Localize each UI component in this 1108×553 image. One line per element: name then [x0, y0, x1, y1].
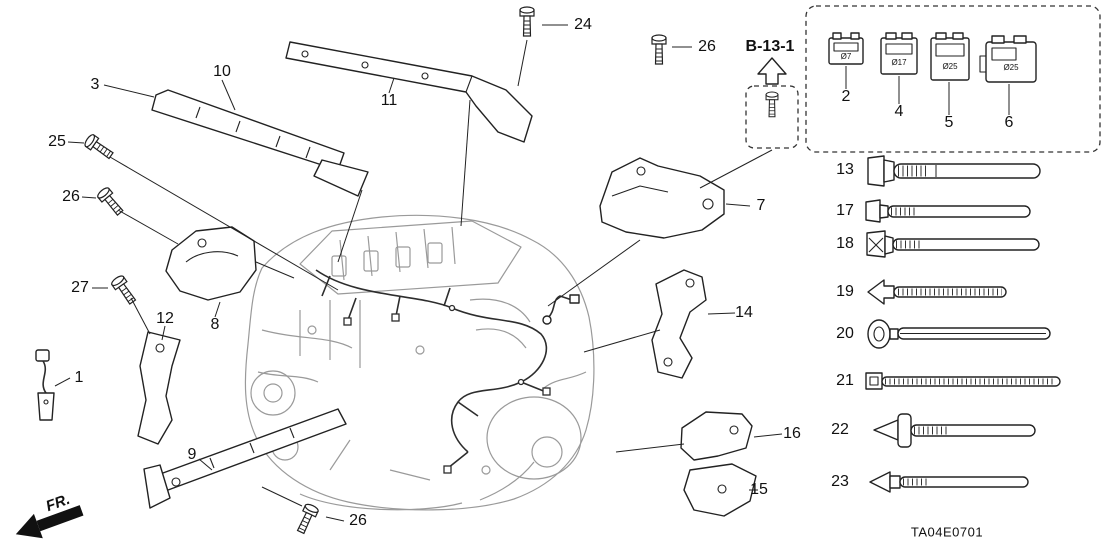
harness-bracket-8 — [165, 226, 257, 301]
callout-26-top: 26 — [698, 38, 716, 55]
engine-illustration — [244, 214, 595, 511]
leader-lines — [54, 24, 1010, 522]
harness-holder-11 — [285, 41, 533, 143]
bolt-26-bottom-icon — [293, 502, 320, 536]
connector-6 — [979, 35, 1037, 83]
callout-16: 16 — [783, 425, 801, 442]
callout-10: 10 — [213, 63, 231, 80]
callout-14: 14 — [735, 304, 753, 321]
connector-2 — [828, 32, 864, 65]
harness-bracket-14 — [651, 269, 707, 379]
connector-4 — [880, 32, 918, 75]
cable-tie-21 — [865, 372, 1061, 390]
b13-ref-box — [745, 85, 799, 149]
callout-7: 7 — [756, 197, 766, 214]
bolt-26-left-icon — [95, 185, 127, 218]
connector-4-label: 4 — [894, 103, 904, 120]
callout-9: 9 — [187, 446, 197, 463]
tie-18-label: 18 — [836, 235, 854, 252]
tie-21-label: 21 — [836, 372, 854, 389]
harness-bracket-12 — [137, 331, 181, 445]
tie-20-label: 20 — [836, 325, 854, 342]
b13-up-arrow-icon — [757, 57, 787, 85]
connector-5 — [930, 32, 970, 81]
tie-19-label: 19 — [836, 283, 854, 300]
cable-tie-17 — [865, 199, 1031, 223]
cable-tie-18 — [866, 230, 1040, 258]
cable-tie-20 — [867, 319, 1051, 349]
tie-17-label: 17 — [836, 202, 854, 219]
connector-5-label: 5 — [944, 114, 954, 131]
connector-6-label: 6 — [1004, 114, 1014, 131]
connector-4-diameter: Ø17 — [891, 58, 907, 67]
bolt-24-icon — [519, 6, 535, 37]
callout-25: 25 — [48, 133, 66, 150]
cable-tie-22 — [873, 413, 1036, 448]
callout-27: 27 — [71, 279, 89, 296]
b13-ref-label: B-13-1 — [745, 38, 795, 55]
callout-11: 11 — [380, 92, 398, 109]
harness-bracket-15 — [683, 463, 757, 517]
cable-tie-23 — [869, 471, 1029, 493]
tie-13-label: 13 — [836, 161, 854, 178]
callout-3: 3 — [90, 76, 100, 93]
callout-26-bottom: 26 — [349, 512, 367, 529]
bolt-b13-icon — [765, 91, 779, 118]
harness-holder-9 — [143, 408, 347, 509]
connector-2-diameter: Ø7 — [840, 52, 852, 61]
callout-8: 8 — [210, 316, 220, 333]
callout-24: 24 — [574, 16, 592, 33]
harness-bracket-16 — [680, 411, 753, 461]
callout-15: 15 — [750, 481, 768, 498]
bolt-26-top-icon — [651, 34, 667, 65]
connector-panel-box — [805, 5, 1101, 153]
diagram-code: TA04E0701 — [910, 524, 984, 540]
cable-tie-19 — [867, 279, 1007, 305]
cable-tie-13 — [867, 155, 1041, 187]
callout-12: 12 — [156, 310, 174, 327]
callout-1: 1 — [74, 369, 84, 386]
harness-holder-10 — [151, 89, 369, 197]
harness-bracket-7 — [599, 157, 725, 239]
connector-6-diameter: Ø25 — [1003, 63, 1019, 72]
callout-26-left: 26 — [62, 188, 80, 205]
bolt-27-icon — [109, 273, 139, 307]
sub-cord-1 — [35, 349, 55, 421]
tie-23-label: 23 — [831, 473, 849, 490]
connector-2-label: 2 — [841, 88, 851, 105]
engine-harness — [315, 269, 580, 474]
fr-arrow-icon — [15, 505, 84, 539]
tie-22-label: 22 — [831, 421, 849, 438]
connector-5-diameter: Ø25 — [942, 62, 958, 71]
